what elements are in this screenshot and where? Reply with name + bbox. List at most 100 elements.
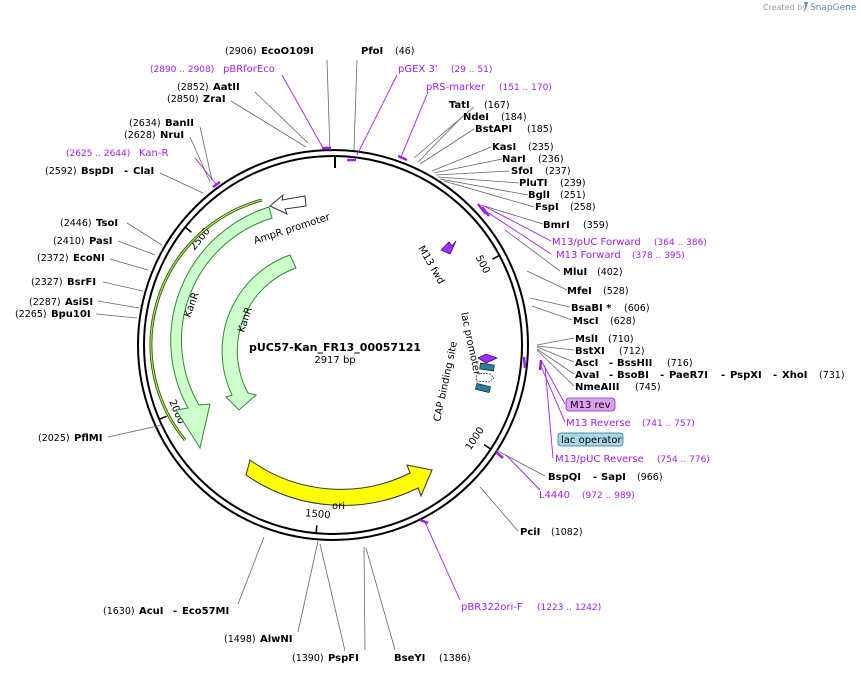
enzyme-name[interactable]: - [609, 370, 613, 381]
enzyme-pos: (712) [619, 346, 645, 357]
enzyme-pos: (2287) [29, 297, 61, 308]
enzyme-name[interactable]: PspFI [328, 653, 359, 664]
enzyme-name[interactable]: Eco57MI [182, 606, 229, 617]
enzyme-name[interactable]: SapI [601, 472, 626, 483]
tick-mark [158, 415, 167, 421]
enzyme-name[interactable]: BstAPI [475, 124, 512, 135]
enzyme-name[interactable]: BstXI [575, 346, 605, 357]
enzyme-pos: (2634) [129, 118, 161, 129]
enzyme-pos: (46) [395, 46, 415, 57]
enzyme-name[interactable]: ClaI [133, 166, 154, 177]
backbone-outer-ring [137, 149, 529, 541]
enzyme-name[interactable]: PciI [520, 527, 540, 538]
enzyme-name[interactable]: PfoI [361, 46, 383, 57]
enzyme-name[interactable]: BanII [165, 118, 194, 129]
enzyme-name[interactable]: MslI [575, 334, 598, 345]
primer-name[interactable]: pBR322ori-F [461, 602, 523, 613]
enzyme-name[interactable]: MfeI [567, 286, 592, 297]
left-enzyme-labels: (2906) EcoO109I (2852) AatII (2850) ZraI… [15, 46, 359, 664]
enzyme-name[interactable]: BglI [528, 190, 550, 201]
primer-name[interactable]: M13/pUC Forward [552, 237, 641, 248]
enzyme-name[interactable]: PspXI [730, 370, 762, 381]
primer-range: (364 .. 386) [654, 238, 707, 248]
enzyme-name[interactable]: PflMI [74, 433, 102, 444]
primer-name[interactable]: M13 Reverse [566, 418, 631, 429]
primer-range: (741 .. 757) [642, 419, 695, 429]
cap-binding-site-label: CAP binding site [432, 341, 460, 423]
plasmid-length: 2917 bp [314, 355, 355, 366]
enzyme-pos: (716) [667, 358, 693, 369]
enzyme-name[interactable]: PluTI [519, 178, 547, 189]
enzyme-name[interactable]: AvaI [575, 370, 599, 381]
enzyme-name[interactable]: - [773, 370, 777, 381]
enzyme-name[interactable]: TatI [449, 100, 470, 111]
enzyme-name[interactable]: Bpu10I [51, 309, 91, 320]
enzyme-pos: (237) [545, 166, 571, 177]
enzyme-name[interactable]: BseYI [394, 653, 425, 664]
enzyme-name[interactable]: BsrFI [67, 277, 96, 288]
enzyme-pos: (251) [560, 190, 586, 201]
primer-name[interactable]: pGEX 3' [398, 64, 438, 75]
boxed-feature-labels: M13 rev lac operator [557, 397, 624, 447]
enzyme-name[interactable]: FspI [535, 202, 559, 213]
created-by-text: Created by [763, 3, 807, 12]
enzyme-name[interactable]: XhoI [782, 370, 807, 381]
primer-name[interactable]: M13 Forward [556, 250, 621, 261]
tick-label: 500 [473, 254, 492, 276]
enzyme-name[interactable]: MscI [573, 316, 599, 327]
tick-label: 1500 [305, 508, 331, 521]
enzyme-pos: (1082) [551, 527, 583, 538]
enzyme-pos: (359) [583, 220, 609, 231]
enzyme-name[interactable]: EcoO109I [261, 46, 314, 57]
tick-label: 1000 [464, 425, 487, 452]
enzyme-name[interactable]: KasI [492, 142, 516, 153]
enzyme-pos: (236) [538, 154, 564, 165]
enzyme-pos: (2850) [167, 94, 199, 105]
enzyme-name[interactable]: - [609, 358, 613, 369]
enzyme-name[interactable]: - [173, 606, 177, 617]
enzyme-pos: (2592) [45, 166, 77, 177]
enzyme-name[interactable]: EcoNI [73, 253, 105, 264]
enzyme-pos: (235) [528, 142, 554, 153]
enzyme-name[interactable]: NmeAIII [575, 382, 619, 393]
enzyme-name[interactable]: AsiSI [65, 297, 93, 308]
enzyme-pos: (184) [501, 112, 527, 123]
primer-name[interactable]: pBRforEco [223, 64, 275, 75]
m13-rev-box[interactable] [565, 397, 616, 412]
enzyme-name[interactable]: - [593, 472, 597, 483]
enzyme-name[interactable]: ZraI [203, 94, 226, 105]
enzyme-name[interactable]: BssHII [617, 358, 652, 369]
enzyme-pos: (745) [635, 382, 661, 393]
primer-leader-lines [194, 74, 566, 601]
enzyme-name[interactable]: - [660, 370, 664, 381]
enzyme-name[interactable]: - [721, 370, 725, 381]
enzyme-name[interactable]: NarI [502, 154, 526, 165]
enzyme-name[interactable]: BspDI [81, 166, 114, 177]
enzyme-name[interactable]: BsaBI * [571, 303, 612, 314]
enzyme-name[interactable]: BsoBI [617, 370, 649, 381]
enzyme-name[interactable]: TsoI [96, 218, 118, 229]
enzyme-name[interactable]: PasI [89, 236, 112, 247]
enzyme-pos: (185) [527, 124, 553, 135]
enzyme-pos: (2025) [38, 433, 70, 444]
enzyme-name[interactable]: AscI [575, 358, 598, 369]
enzyme-name[interactable]: - [124, 166, 128, 177]
enzyme-name[interactable]: BmrI [543, 220, 570, 231]
enzyme-name[interactable]: NdeI [463, 112, 489, 123]
enzyme-pos: (2906) [225, 46, 257, 57]
lac-operator-box[interactable] [557, 432, 624, 447]
enzyme-name[interactable]: PaeR7I [669, 370, 708, 381]
enzyme-name[interactable]: AatII [213, 82, 240, 93]
enzyme-pos: (1390) [292, 653, 324, 664]
m13-rev-box-label: M13 rev [570, 400, 611, 411]
enzyme-name[interactable]: NruI [160, 130, 184, 141]
enzyme-name[interactable]: MluI [563, 267, 587, 278]
primer-name[interactable]: Kan-R [139, 148, 168, 159]
primer-name[interactable]: pRS-marker [426, 82, 486, 93]
enzyme-name[interactable]: BspQI [548, 472, 581, 483]
enzyme-name[interactable]: AcuI [139, 606, 164, 617]
enzyme-name[interactable]: AlwNI [260, 634, 293, 645]
primer-name[interactable]: L4440 [539, 490, 570, 501]
enzyme-name[interactable]: SfoI [511, 166, 533, 177]
primer-name[interactable]: M13/pUC Reverse [555, 454, 644, 465]
